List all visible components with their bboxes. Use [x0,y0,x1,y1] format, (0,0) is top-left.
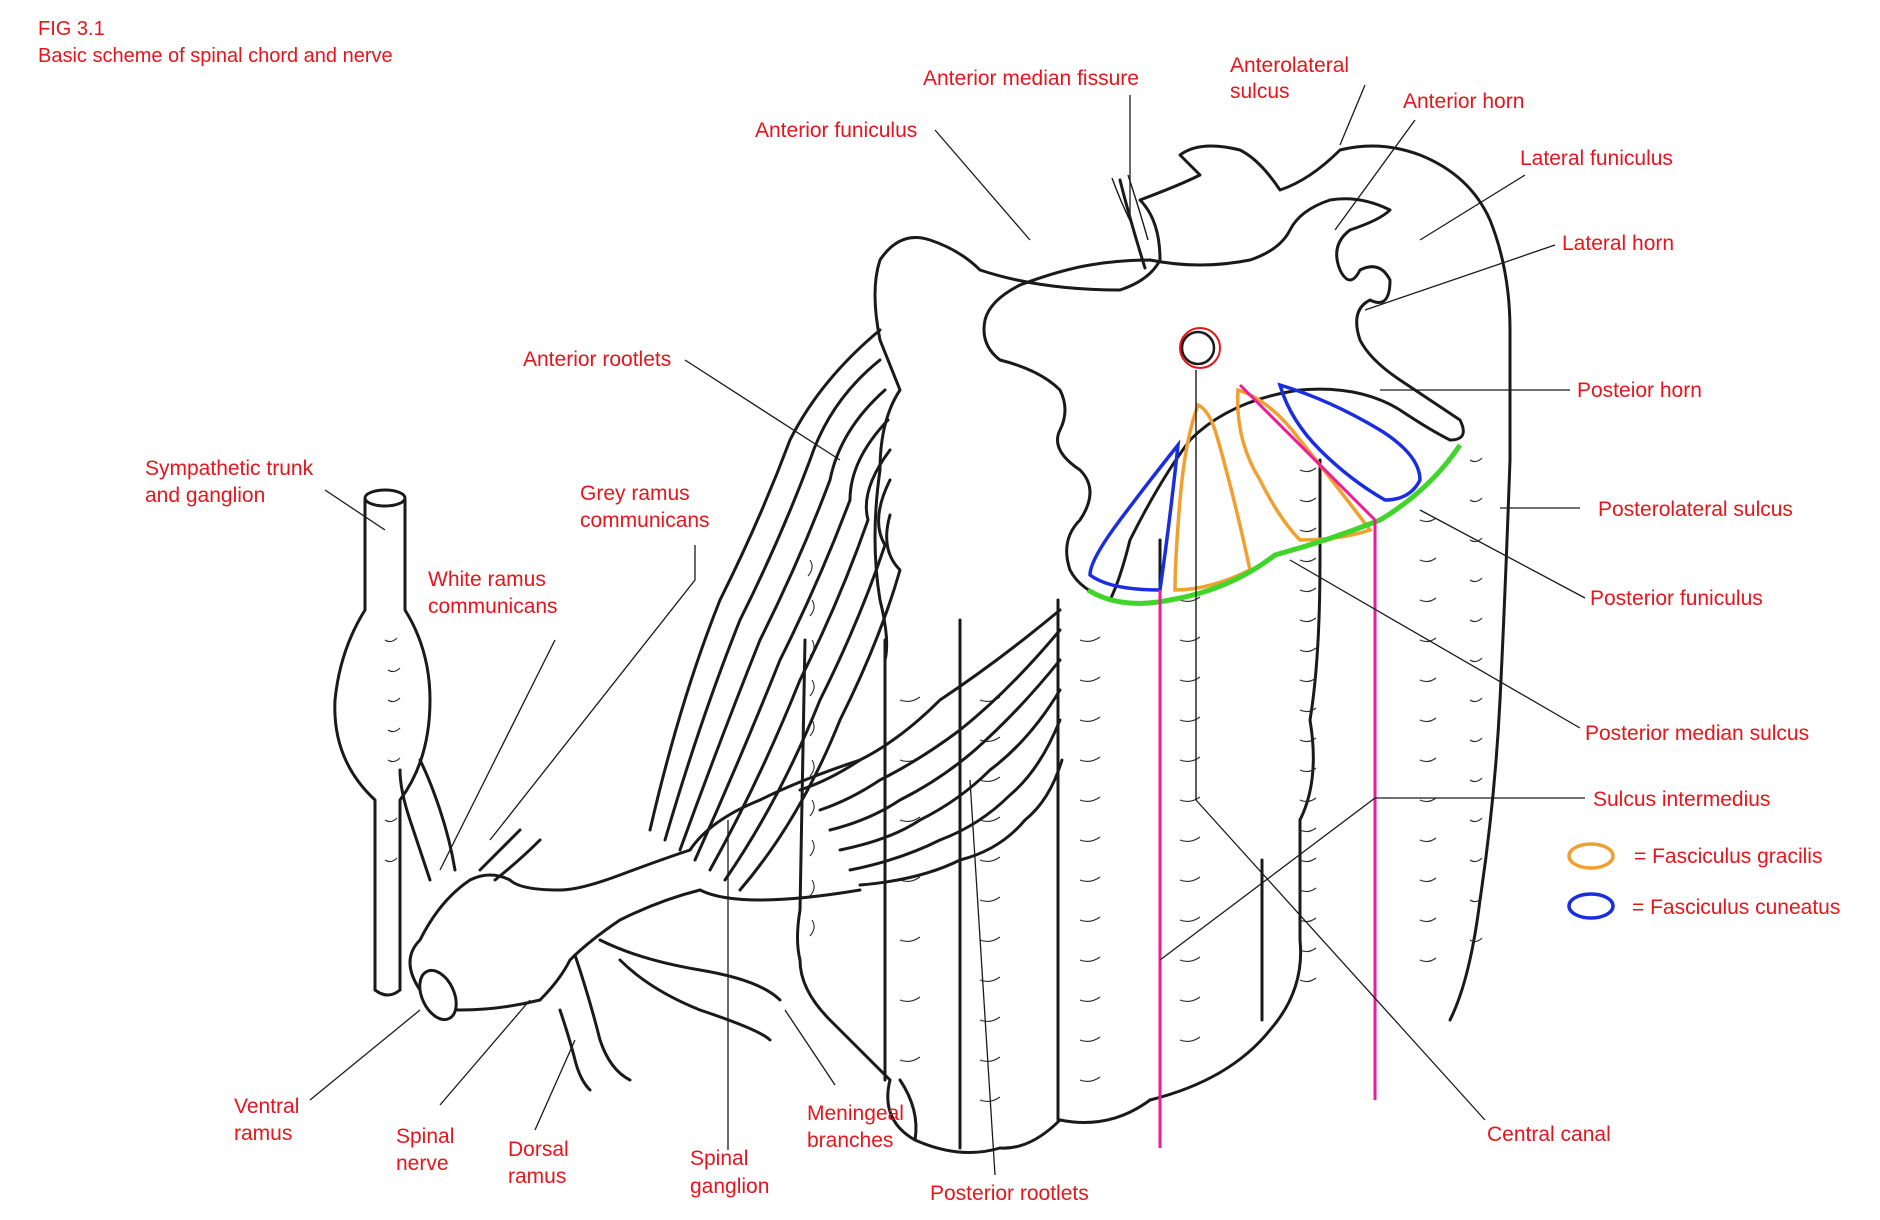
column-hatching [807,457,1483,1103]
label-meningeal-branches-1: Meningeal [807,1102,904,1125]
fasciculus-outlines [1086,370,1463,1148]
label-white-ramus-2: communicans [428,595,558,618]
label-meningeal-branches-2: branches [807,1129,893,1152]
label-sympathetic-trunk-1: Sympathetic trunk [145,457,314,480]
label-posterolateral-sulcus: Posterolateral sulcus [1598,498,1793,521]
figure-title: Basic scheme of spinal chord and nerve [38,45,393,67]
label-spinal-ganglion-2: ganglion [690,1175,769,1198]
label-anterolateral-sulcus-1: Anterolateral [1230,54,1349,77]
label-grey-ramus-1: Grey ramus [580,482,690,505]
label-dorsal-ramus-2: ramus [508,1165,566,1188]
label-spinal-ganglion-1: Spinal [690,1147,748,1170]
label-anterior-median-fissure: Anterior median fissure [923,67,1139,90]
label-sympathetic-trunk-2: and ganglion [145,484,265,507]
label-lateral-horn: Lateral horn [1562,232,1674,255]
legend-gracilis-swatch [1567,842,1615,870]
label-posterior-funiculus: Posterior funiculus [1590,587,1763,610]
label-grey-ramus-2: communicans [580,509,710,532]
label-central-canal: Central canal [1487,1123,1611,1146]
label-sulcus-intermedius: Sulcus intermedius [1593,788,1770,811]
posterior-funiculus-boundary [1086,443,1463,606]
label-dorsal-ramus-1: Dorsal [508,1138,569,1161]
fasciculus-cuneatus-right [1277,382,1422,502]
nerve-roots [398,328,1064,1092]
leader-lines [309,84,1586,1176]
label-spinal-nerve-1: Spinal [396,1125,454,1148]
fasciculus-cuneatus-left [1088,439,1181,592]
spinal-cord-cylinder [796,144,1512,1154]
label-anterolateral-sulcus-2: sulcus [1230,80,1290,103]
label-white-ramus-1: White ramus [428,568,546,591]
fasciculus-gracilis-right [1235,387,1373,542]
label-lateral-funiculus: Lateral funiculus [1520,147,1673,170]
label-spinal-nerve-2: nerve [396,1152,449,1175]
label-anterior-rootlets: Anterior rootlets [523,348,671,371]
label-posterior-median-sulcus: Posterior median sulcus [1585,722,1809,745]
figure-number: FIG 3.1 [38,18,105,40]
label-posterior-horn: Posteior horn [1577,379,1702,402]
central-canal-circle [1180,330,1216,366]
label-posterior-rootlets: Posterior rootlets [930,1182,1089,1205]
label-ventral-ramus-1: Ventral [234,1095,299,1118]
label-anterior-funiculus: Anterior funiculus [755,119,917,142]
labels: Anterior median fissure Anterolateral su… [145,54,1809,1205]
legend-gracilis-text: = Fasciculus gracilis [1634,845,1822,868]
label-anterior-horn: Anterior horn [1403,90,1524,113]
legend-cuneatus-swatch [1567,892,1615,920]
label-ventral-ramus-2: ramus [234,1122,292,1145]
legend-cuneatus-text: = Fasciculus cuneatus [1632,896,1840,919]
fasciculus-gracilis-left [1173,402,1252,592]
legend: = Fasciculus gracilis = Fasciculus cunea… [1567,842,1840,920]
sympathetic-trunk [333,488,432,997]
